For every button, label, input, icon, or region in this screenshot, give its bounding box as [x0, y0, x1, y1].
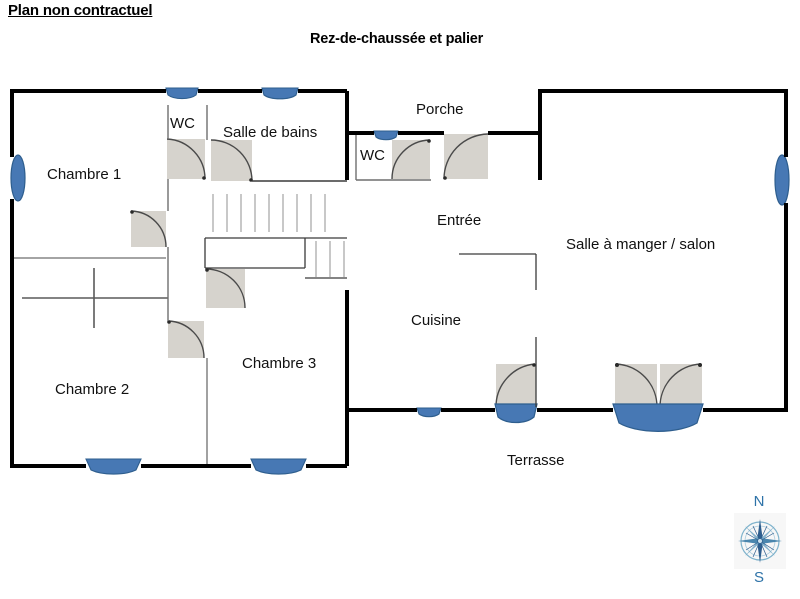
cuisine-counter	[459, 253, 537, 290]
room-label-salle-a-manger: Salle à manger / salon	[566, 236, 716, 253]
room-label-entree: Entrée	[437, 212, 482, 229]
sill-salon-terrasse	[612, 403, 704, 432]
french-door-salon-left	[615, 363, 658, 408]
room-label-chambre1: Chambre 1	[47, 166, 122, 183]
door-salle-de-bains	[210, 139, 253, 182]
room-label-salle-de-bains: Salle de bains	[223, 124, 318, 141]
compass-north-label: N	[753, 493, 765, 510]
compass: N	[726, 493, 792, 593]
door-chambre2	[167, 320, 205, 359]
compass-south-label: S	[753, 569, 764, 586]
plan-disclaimer: Plan non contractuel	[8, 2, 153, 19]
door-palier	[205, 268, 246, 309]
room-label-wc-haut: WC	[170, 115, 195, 132]
compass-rose-icon	[734, 513, 786, 569]
window-chambre1-west	[10, 154, 26, 202]
french-door-salon-right	[659, 363, 702, 408]
exterior-walls	[10, 89, 788, 468]
room-label-cuisine: Cuisine	[411, 312, 462, 329]
window-wc-entree-north	[373, 130, 399, 141]
window-chambre3-south	[250, 458, 307, 475]
staircase-upper-flight	[212, 194, 326, 232]
door-chambre1	[130, 210, 167, 248]
room-label-porche: Porche	[416, 101, 464, 118]
window-sdb-north	[261, 87, 299, 100]
window-wc-north	[165, 87, 199, 100]
staircase-lower-flight	[315, 241, 345, 277]
room-label-wc-entree: WC	[360, 147, 385, 164]
door-wc-entree	[391, 139, 431, 180]
door-cuisine-terrasse	[495, 363, 536, 408]
cross-mark-chambre2	[22, 268, 168, 328]
sill-cuisine-terrasse	[494, 403, 538, 424]
room-label-chambre2: Chambre 2	[55, 381, 130, 398]
room-label-terrasse: Terrasse	[507, 452, 565, 469]
room-label-chambre3: Chambre 3	[242, 355, 317, 372]
door-wc-haut	[166, 138, 206, 180]
window-chambre2-south	[85, 458, 142, 475]
window-salon-east	[774, 154, 790, 206]
page-title: Rez-de-chaussée et palier	[310, 31, 484, 47]
staircase-landing	[204, 237, 347, 269]
door-entree-porche	[443, 133, 489, 180]
window-cuisine-small	[416, 407, 442, 418]
